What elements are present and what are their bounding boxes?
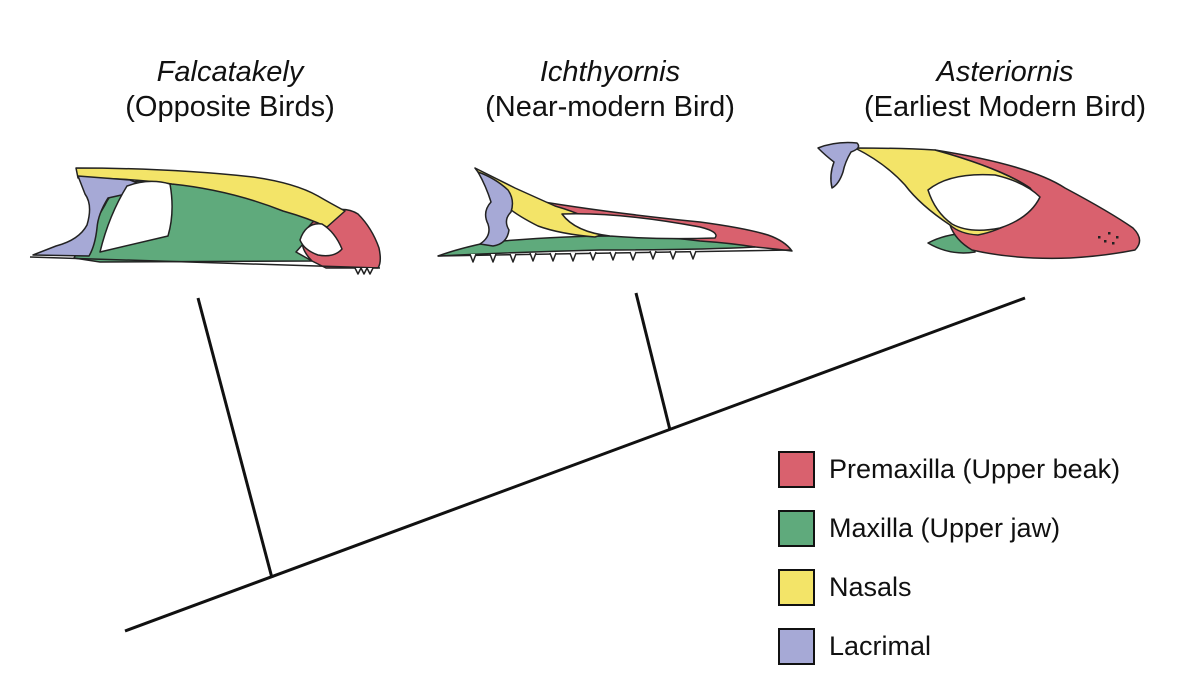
legend-swatch: [778, 451, 815, 488]
legend-label: Nasals: [829, 572, 912, 603]
legend-label: Maxilla (Upper jaw): [829, 513, 1060, 544]
legend-label: Lacrimal: [829, 631, 931, 662]
lacrimal-region: [478, 172, 512, 246]
legend-item-premaxilla: Premaxilla (Upper beak): [778, 440, 1120, 499]
branch-falcatakely: [198, 298, 272, 578]
lacrimal-region: [818, 143, 859, 188]
legend-label: Premaxilla (Upper beak): [829, 454, 1120, 485]
teeth: [355, 268, 373, 274]
legend-item-maxilla: Maxilla (Upper jaw): [778, 499, 1120, 558]
skull-falcatakely: [30, 168, 380, 274]
legend-swatch: [778, 628, 815, 665]
legend: Premaxilla (Upper beak) Maxilla (Upper j…: [778, 440, 1120, 676]
legend-swatch: [778, 510, 815, 547]
legend-item-lacrimal: Lacrimal: [778, 617, 1120, 676]
legend-item-nasals: Nasals: [778, 558, 1120, 617]
skull-asteriornis: [818, 143, 1140, 259]
skull-ichthyornis: [438, 168, 792, 262]
branch-ichthyornis: [636, 293, 670, 430]
legend-swatch: [778, 569, 815, 606]
